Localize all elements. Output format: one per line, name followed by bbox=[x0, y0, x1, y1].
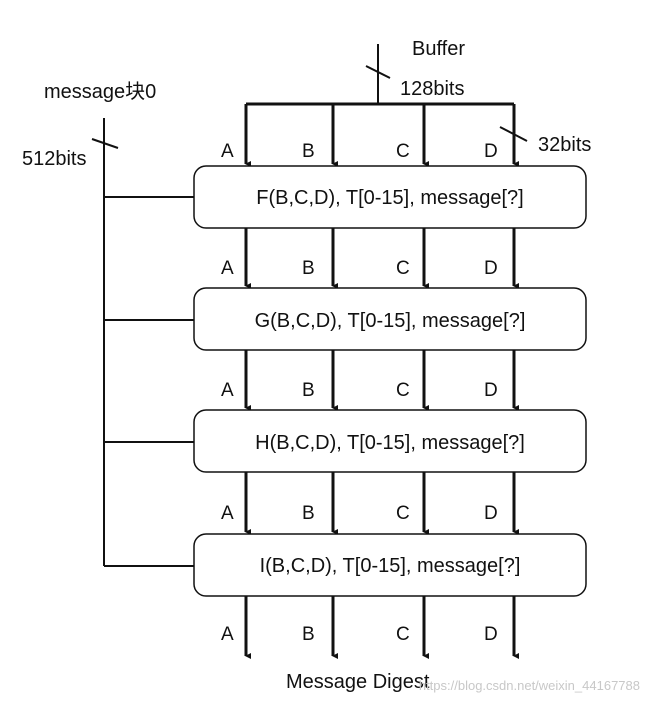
register-arrows-stage-0 bbox=[244, 104, 519, 167]
register-label-a: A bbox=[221, 624, 234, 645]
register-arrows-output bbox=[244, 596, 519, 659]
register-arrows-stage-2 bbox=[244, 350, 519, 411]
buffer-width-tick bbox=[365, 65, 391, 79]
register-label-d: D bbox=[484, 258, 498, 279]
register-arrows-stage-1 bbox=[244, 228, 519, 289]
message-width-tick bbox=[91, 138, 119, 149]
register-label-d: D bbox=[484, 380, 498, 401]
register-label-b: B bbox=[302, 258, 315, 279]
register-labels-stage-2: A B C D bbox=[221, 380, 498, 401]
message-block-label: message块0 bbox=[44, 80, 156, 103]
register-arrows-stage-3 bbox=[244, 472, 519, 535]
register-label-b: B bbox=[302, 503, 315, 524]
register-labels-stage-0: A B C D bbox=[221, 141, 498, 162]
buffer-bits-label: 128bits bbox=[400, 78, 465, 100]
register-label-b: B bbox=[302, 141, 315, 162]
round-h-label: H(B,C,D), T[0-15], message[?] bbox=[255, 432, 525, 454]
buffer-label: Buffer bbox=[412, 38, 465, 60]
round-box-f bbox=[193, 165, 587, 229]
register-label-b: B bbox=[302, 624, 315, 645]
register-label-d: D bbox=[484, 503, 498, 524]
register-label-a: A bbox=[221, 258, 234, 279]
register-labels-stage-3: A B C D bbox=[221, 503, 498, 524]
round-f-label: F(B,C,D), T[0-15], message[?] bbox=[256, 187, 524, 209]
register-label-b: B bbox=[302, 380, 315, 401]
register-label-a: A bbox=[221, 380, 234, 401]
register-label-c: C bbox=[396, 380, 410, 401]
round-box-g bbox=[193, 287, 587, 351]
message-digest-label: Message Digest bbox=[286, 671, 430, 693]
round-box-h bbox=[193, 409, 587, 473]
round-i-label: I(B,C,D), T[0-15], message[?] bbox=[260, 555, 521, 577]
register-label-c: C bbox=[396, 258, 410, 279]
word-bits-label: 32bits bbox=[538, 134, 591, 156]
register-label-c: C bbox=[396, 624, 410, 645]
register-label-d: D bbox=[484, 624, 498, 645]
watermark-text: https://blog.csdn.net/weixin_44167788 bbox=[419, 678, 640, 693]
round-box-i bbox=[193, 533, 587, 597]
round-g-label: G(B,C,D), T[0-15], message[?] bbox=[255, 310, 526, 332]
register-labels-output: A B C D bbox=[221, 624, 498, 645]
message-bits-label: 512bits bbox=[22, 148, 87, 170]
register-label-c: C bbox=[396, 141, 410, 162]
register-labels-stage-1: A B C D bbox=[221, 258, 498, 279]
register-label-a: A bbox=[221, 503, 234, 524]
register-label-a: A bbox=[221, 141, 234, 162]
register-label-d: D bbox=[484, 141, 498, 162]
register-label-c: C bbox=[396, 503, 410, 524]
